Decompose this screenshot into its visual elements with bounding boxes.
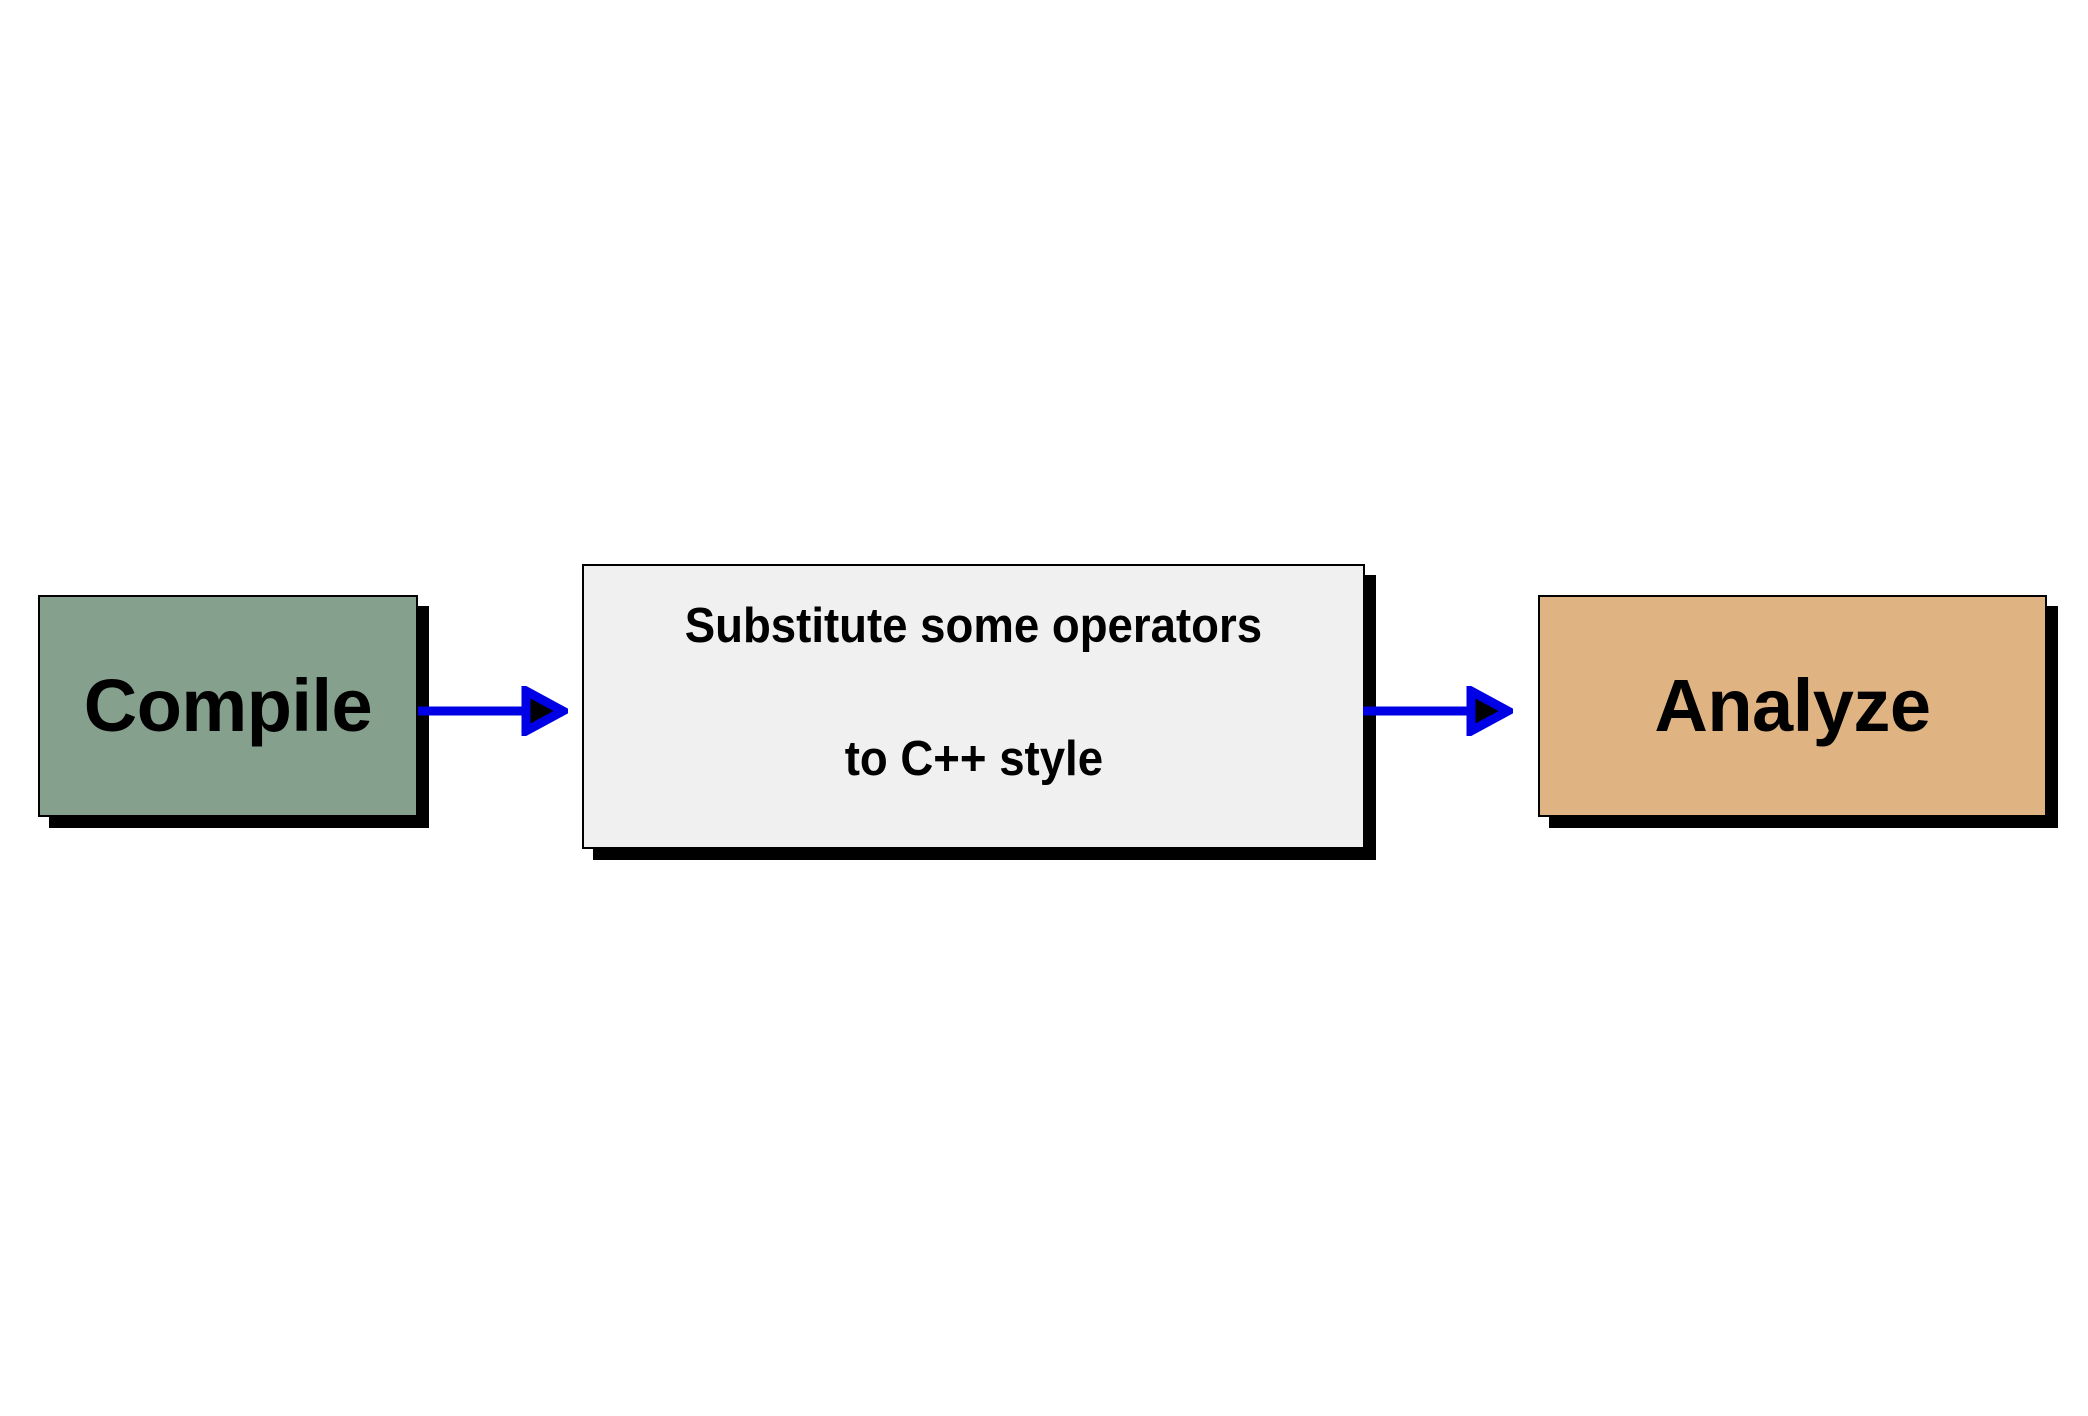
node-substitute[interactable]: Substitute some operators to C++ style: [582, 564, 1376, 860]
node-compile-body[interactable]: Compile: [38, 595, 418, 817]
node-compile[interactable]: Compile: [38, 595, 429, 828]
node-substitute-label-line2: to C++ style: [844, 732, 1103, 786]
node-compile-label: Compile: [83, 664, 373, 747]
node-substitute-body[interactable]: Substitute some operators to C++ style: [582, 564, 1365, 849]
node-substitute-label-line1: Substitute some operators: [684, 599, 1263, 653]
arrow-substitute-to-analyze-icon: [1363, 686, 1513, 736]
node-analyze-body[interactable]: Analyze: [1538, 595, 2047, 817]
arrow-compile-to-substitute-icon: [418, 686, 568, 736]
node-analyze-label: Analyze: [1654, 664, 1931, 747]
node-analyze[interactable]: Analyze: [1538, 595, 2058, 828]
